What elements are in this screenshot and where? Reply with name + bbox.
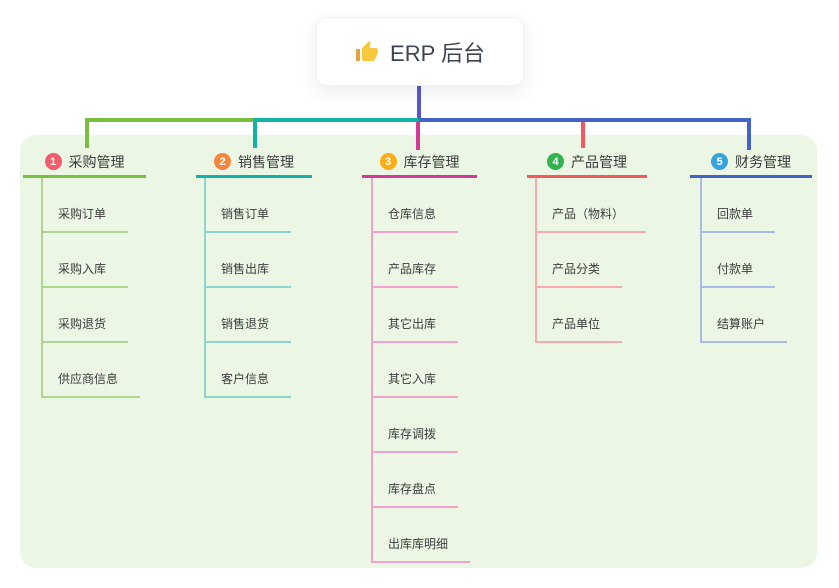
branch-title: 销售管理 xyxy=(238,153,294,170)
branch-item: 销售退货 xyxy=(196,288,312,343)
branch-item: 销售出库 xyxy=(196,233,312,288)
branch-item: 产品库存 xyxy=(362,233,477,288)
item-label[interactable]: 库存盘点 xyxy=(371,480,459,508)
branch-number-badge: 1 xyxy=(44,153,62,170)
branch-item: 出库库明细 xyxy=(362,508,477,563)
connector-drop-product xyxy=(581,122,585,148)
branch-header[interactable]: 1 采购管理 xyxy=(23,148,146,178)
item-label[interactable]: 采购退货 xyxy=(41,315,129,343)
branch-title: 库存管理 xyxy=(403,153,460,170)
item-label[interactable]: 采购订单 xyxy=(41,205,129,233)
connector-drop-purchase xyxy=(85,120,89,148)
item-label[interactable]: 客户信息 xyxy=(204,370,292,398)
branch-product: 4 产品管理 产品（物料） 产品分类产品单位 xyxy=(527,148,647,343)
item-label[interactable]: 供应商信息 xyxy=(41,370,141,398)
branch-item: 产品单位 xyxy=(527,288,647,343)
item-label[interactable]: 出库库明细 xyxy=(371,535,471,563)
branch-header[interactable]: 2 销售管理 xyxy=(196,148,312,178)
branch-item: 付款单 xyxy=(690,233,812,288)
branch-header[interactable]: 4 产品管理 xyxy=(527,148,647,178)
branch-inventory: 3 库存管理 仓库信息产品库存其它出库其它入库库存调拨库存盘点出库库明细 xyxy=(362,148,477,563)
item-label[interactable]: 销售退货 xyxy=(204,315,292,343)
branch-number-badge: 4 xyxy=(547,153,564,170)
branch-number-badge: 2 xyxy=(214,153,231,170)
branch-purchase: 1 采购管理 采购订单采购入库采购退货供应商信息 xyxy=(23,148,146,398)
item-label[interactable]: 销售订单 xyxy=(204,205,292,233)
branch-item: 供应商信息 xyxy=(23,343,146,398)
branch-stem-line xyxy=(535,178,537,341)
branch-items: 回款单付款单结算账户 xyxy=(690,178,812,343)
branch-item: 产品分类 xyxy=(527,233,647,288)
item-label[interactable]: 产品库存 xyxy=(371,260,459,288)
connector-bar-left xyxy=(85,118,257,122)
connector-drop-inventory xyxy=(416,122,420,150)
branch-item: 产品（物料） xyxy=(527,178,647,233)
branch-items: 销售订单销售出库销售退货客户信息 xyxy=(196,178,312,398)
branch-stem-line xyxy=(700,178,702,341)
branch-number-badge: 3 xyxy=(379,153,397,170)
item-label[interactable]: 回款单 xyxy=(700,205,776,233)
item-label[interactable]: 产品（物料） xyxy=(535,205,647,233)
branch-item: 销售订单 xyxy=(196,178,312,233)
branch-header[interactable]: 3 库存管理 xyxy=(362,148,477,178)
root-node[interactable]: ERP 后台 xyxy=(316,17,524,86)
item-label[interactable]: 其它入库 xyxy=(371,370,459,398)
branch-item: 采购退货 xyxy=(23,288,146,343)
branch-sales: 2 销售管理 销售订单销售出库销售退货客户信息 xyxy=(196,148,312,398)
branch-stem-line xyxy=(41,178,43,396)
connector-drop-finance xyxy=(747,122,751,150)
branch-item: 库存调拨 xyxy=(362,398,477,453)
branch-item: 其它出库 xyxy=(362,288,477,343)
item-label[interactable]: 销售出库 xyxy=(204,260,292,288)
branch-item: 库存盘点 xyxy=(362,453,477,508)
branch-title: 财务管理 xyxy=(735,153,791,170)
item-label[interactable]: 产品单位 xyxy=(535,315,623,343)
branch-item: 采购入库 xyxy=(23,233,146,288)
item-label[interactable]: 其它出库 xyxy=(371,315,459,343)
item-label[interactable]: 库存调拨 xyxy=(371,425,459,453)
branch-items: 仓库信息产品库存其它出库其它入库库存调拨库存盘点出库库明细 xyxy=(362,178,477,563)
branch-item: 仓库信息 xyxy=(362,178,477,233)
branch-stem-line xyxy=(204,178,206,396)
connector-drop-sales xyxy=(253,120,257,148)
branch-items: 产品（物料） 产品分类产品单位 xyxy=(527,178,647,343)
connector-bar-mid xyxy=(253,118,421,122)
branch-item: 回款单 xyxy=(690,178,812,233)
item-label[interactable]: 采购入库 xyxy=(41,260,129,288)
branch-item: 采购订单 xyxy=(23,178,146,233)
item-label[interactable]: 付款单 xyxy=(700,260,776,288)
branch-number-badge: 5 xyxy=(711,153,728,170)
root-title: ERP 后台 xyxy=(390,40,485,66)
thumbs-up-icon xyxy=(355,40,379,64)
branch-item: 结算账户 xyxy=(690,288,812,343)
branch-items: 采购订单采购入库采购退货供应商信息 xyxy=(23,178,146,398)
item-label[interactable]: 仓库信息 xyxy=(371,205,459,233)
connector-root-stem xyxy=(417,84,421,120)
item-label[interactable]: 产品分类 xyxy=(535,260,623,288)
item-label[interactable]: 结算账户 xyxy=(700,315,788,343)
branch-finance: 5 财务管理 回款单付款单结算账户 xyxy=(690,148,812,343)
branch-item: 其它入库 xyxy=(362,343,477,398)
branches-panel xyxy=(20,135,817,568)
connector-bar-right xyxy=(419,118,751,122)
branch-title: 采购管理 xyxy=(68,153,125,170)
branch-stem-line xyxy=(371,178,373,561)
branch-item: 客户信息 xyxy=(196,343,312,398)
branch-header[interactable]: 5 财务管理 xyxy=(690,148,812,178)
branch-title: 产品管理 xyxy=(571,153,627,170)
